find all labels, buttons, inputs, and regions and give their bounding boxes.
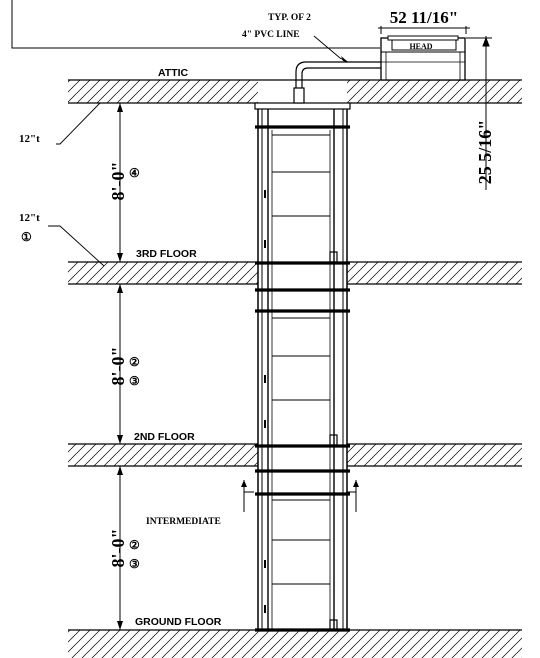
attic-slab-thickness: 12"t (19, 133, 40, 145)
door-ticks (264, 190, 266, 613)
third-floor-slab (68, 261, 522, 285)
head-unit (380, 35, 466, 81)
callout-top-1: ④ (129, 166, 140, 180)
intermediate-label: INTERMEDIATE (146, 517, 221, 527)
car-panels (272, 134, 330, 585)
rail-brackets (255, 125, 350, 632)
head-height-text: 25 5/16" (475, 120, 495, 185)
hoistway (254, 102, 351, 630)
callout-bottom-1: ② (129, 538, 140, 552)
third-slab-leader (48, 225, 105, 267)
dimension-arrows (117, 103, 123, 630)
floor-dimensions (112, 102, 128, 631)
third-slab-thickness: 12"t (19, 212, 40, 224)
third-floor-label: 3RD FLOOR (136, 248, 197, 260)
callout-middle-2: ③ (129, 374, 140, 388)
callout-slab-third: ① (21, 230, 32, 244)
pvc-note-line2: 4" PVC LINE (242, 30, 300, 40)
pvc-note-line1: TYP. OF 2 (268, 13, 311, 23)
head-height-dimension (466, 36, 492, 190)
floor-dim-bottom: 8'-0" (108, 529, 128, 568)
floor-dim-top: 8'-0" (108, 162, 128, 201)
head-width-text: 52 11/16" (390, 8, 458, 27)
ground-floor-slab (68, 629, 522, 658)
second-floor-slab (68, 443, 522, 467)
floor-dim-middle: 8'-0" (108, 347, 128, 386)
attic-label: ATTIC (158, 67, 189, 79)
head-width-dimension (378, 26, 470, 34)
callout-bottom-2: ③ (129, 557, 140, 571)
ground-floor-label: GROUND FLOOR (135, 616, 222, 628)
head-label: HEAD (409, 42, 432, 51)
landing-markers (329, 251, 338, 631)
attic-slab (68, 79, 522, 104)
callout-middle-1: ② (129, 355, 140, 369)
attic-slab-leader (56, 102, 101, 145)
second-floor-label: 2ND FLOOR (134, 431, 195, 443)
pvc-line (293, 61, 382, 104)
sheet-border (11, 0, 380, 49)
